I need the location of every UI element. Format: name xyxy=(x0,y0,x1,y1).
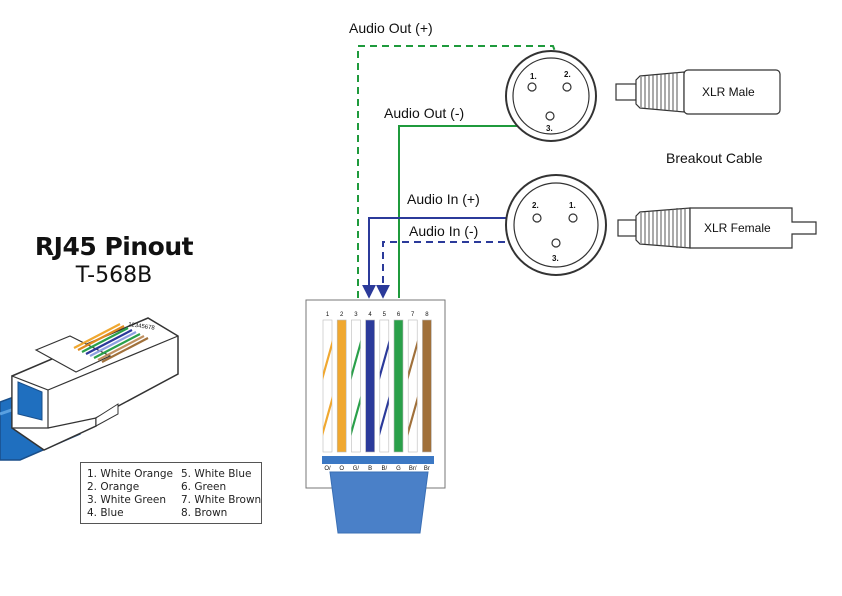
rj45-pin-code: Br/ xyxy=(409,466,417,472)
rj45-pin-5: 5B/ xyxy=(379,312,390,472)
rj45-wire xyxy=(322,319,333,453)
rj45-pin-number: 5 xyxy=(383,312,387,318)
rj45-wire-stripe xyxy=(379,340,389,380)
xlr-male-pin-3 xyxy=(545,111,555,121)
legend-item: 3. White Green xyxy=(87,494,167,506)
rj45-wire xyxy=(379,319,390,453)
plug-pin-numbers: 12345678 xyxy=(128,322,156,332)
rj45-wire-stripe xyxy=(351,396,361,436)
rj45-wire-stripe xyxy=(408,340,418,380)
rj45-pin-3: 3G/ xyxy=(351,312,361,472)
label-audio-in-neg: Audio In (-) xyxy=(409,223,478,239)
rj45-pin-number: 8 xyxy=(425,312,429,318)
rj45-pin-code: O/ xyxy=(324,466,331,472)
xlr-female-pin-3 xyxy=(551,238,561,248)
pin-color-legend: 1. White Orange 5. White Blue 2. Orange … xyxy=(80,462,262,524)
rj45-pin-number: 6 xyxy=(397,312,401,318)
rj45-pin-code: B/ xyxy=(381,466,387,472)
wire-audio-in-pos xyxy=(362,217,537,299)
xlr-male-pin-label-2: 2. xyxy=(564,70,571,79)
rj45-wire xyxy=(351,319,361,453)
page-subtitle: T-568B xyxy=(75,263,153,288)
rj45-pin-8: 8Br xyxy=(422,312,432,472)
rj45-wire-stripe xyxy=(323,340,332,380)
legend-item: 6. Green xyxy=(181,481,227,493)
rj45-pin-1: 1O/ xyxy=(322,312,333,472)
xlr-male-pin-2 xyxy=(562,82,572,92)
xlr-male-pin-label-1: 1. xyxy=(530,72,537,81)
xlr-male-face: 1. 2. 3. xyxy=(505,50,597,142)
xlr-female-pin-1 xyxy=(568,213,578,223)
label-audio-in-pos: Audio In (+) xyxy=(407,191,480,207)
rj45-wire xyxy=(393,319,404,453)
xlr-female-face: 2. 1. 3. xyxy=(505,174,607,276)
label-xlr-female: XLR Female xyxy=(704,221,771,235)
xlr-female-cable: XLR Female xyxy=(617,207,817,249)
legend-item: 5. White Blue xyxy=(181,468,252,480)
legend-item: 2. Orange xyxy=(87,481,140,493)
legend-item: 1. White Orange xyxy=(87,468,174,480)
rj45-wire-stripe xyxy=(379,396,389,436)
wire-audio-out-pos xyxy=(357,45,569,298)
legend-item: 8. Brown xyxy=(181,507,228,519)
rj45-pin-2: 2O xyxy=(336,312,347,472)
rj45-pin-7: 7Br/ xyxy=(407,312,418,472)
xlr-male-cable: XLR Male xyxy=(615,69,781,115)
label-audio-out-pos: Audio Out (+) xyxy=(349,20,433,36)
xlr-female-pin-label-1: 1. xyxy=(569,201,576,210)
xlr-male-pin-label-3: 3. xyxy=(546,124,553,133)
page-title: RJ45 Pinout xyxy=(34,232,194,261)
rj45-pin-code: Br xyxy=(424,466,430,472)
rj45-wire-stripe xyxy=(323,396,332,436)
rj45-pin-number: 2 xyxy=(340,312,344,318)
rj45-pin-4: 4B xyxy=(365,312,375,472)
rj45-pin-code: O xyxy=(339,466,344,472)
wire-audio-out-neg xyxy=(398,119,543,298)
wire-audio-in-neg xyxy=(376,241,553,299)
label-breakout-cable: Breakout Cable xyxy=(666,150,763,166)
rj45-pinout-title: RJ45 Pinout T-568B xyxy=(24,232,204,290)
rj45-pin-code: B xyxy=(368,466,372,472)
rj45-pin-6: 6G xyxy=(393,312,404,472)
legend-item: 4. Blue xyxy=(87,507,124,519)
rj45-wire-stripe xyxy=(351,340,361,380)
label-audio-out-neg: Audio Out (-) xyxy=(384,105,464,121)
legend-item: 7. White Brown xyxy=(181,494,262,506)
rj45-wire-stripe xyxy=(408,396,418,436)
rj45-wire xyxy=(365,319,375,453)
rj45-wire xyxy=(336,319,347,453)
rj45-pin-code: G/ xyxy=(353,466,360,472)
xlr-female-pin-label-2: 2. xyxy=(532,201,539,210)
xlr-female-pin-2 xyxy=(532,213,542,223)
rj45-pin-number: 7 xyxy=(411,312,415,318)
rj45-plug-illustration: 12345678 xyxy=(0,317,179,461)
rj45-pin-code: G xyxy=(396,466,401,472)
label-xlr-male: XLR Male xyxy=(702,85,755,99)
xlr-female-pin-label-3: 3. xyxy=(552,254,559,263)
xlr-male-pin-1 xyxy=(527,82,537,92)
rj45-pin-number: 4 xyxy=(368,312,372,318)
rj45-pin-number: 3 xyxy=(354,312,358,318)
rj45-wire xyxy=(407,319,418,453)
rj45-pin-number: 1 xyxy=(326,312,330,318)
rj45-wire xyxy=(422,319,432,453)
